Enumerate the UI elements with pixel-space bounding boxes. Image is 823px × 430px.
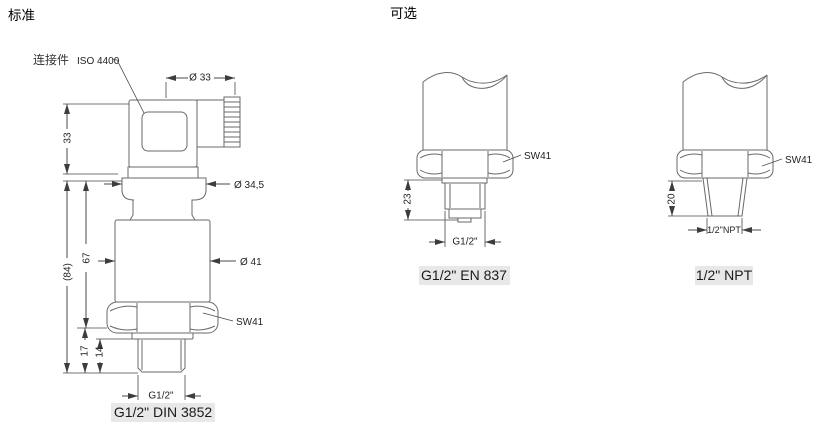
dimension-h33: 33 (63, 104, 74, 174)
dim-label-npt: 1/2"NPT (707, 225, 741, 235)
callout-sw41-left: SW41 (202, 312, 264, 328)
caption-highlight-right (695, 266, 753, 285)
caption-din3852: G1/2" DIN 3852 (114, 404, 213, 420)
extension-lines-left (63, 103, 138, 374)
threaded-stub-middle (441, 177, 488, 223)
figure-g12-en837: SW41 23 G1/2" G1/2" EN 837 (403, 72, 552, 285)
dim-label-h67: 67 (82, 252, 93, 264)
dimension-g12-left: G1/2" (122, 375, 201, 402)
dim-label-h17: 17 (80, 345, 91, 357)
tapered-npt-stub (702, 177, 748, 217)
sealing-washer (131, 332, 194, 340)
body-cylinder-middle (422, 72, 508, 150)
hex-nut (106, 301, 219, 334)
threaded-stub (137, 338, 186, 373)
caption-npt: 1/2" NPT (696, 267, 753, 283)
sw41-label-right: SW41 (785, 155, 813, 166)
dimension-h67: 67 (82, 181, 93, 328)
flange-shoulder (121, 177, 207, 221)
dim-label-h14: 14 (95, 346, 106, 358)
dimension-dia33: Ø 33 (165, 73, 236, 98)
caption-en837: G1/2" EN 837 (421, 267, 507, 283)
header-standard: 标准 (8, 8, 35, 23)
body-cylinder-right (682, 72, 768, 150)
dim-label-g12-left: G1/2" (148, 391, 174, 402)
dimension-h14: 14 (95, 339, 106, 373)
dim-label-h84: (84) (63, 263, 74, 281)
iso4400-label: ISO 4400 (77, 56, 120, 67)
dimension-h84: (84) (63, 181, 74, 373)
figure-g12-din3852: 连接件 ISO 4400 Ø 33 33 (84) 67 (33, 52, 264, 422)
dim-label-h33: 33 (63, 132, 74, 144)
callout-sw41-middle: SW41 (502, 151, 552, 163)
hex-nut-middle (416, 149, 514, 179)
caption-highlight-middle (419, 266, 510, 285)
dim-label-g12-middle: G1/2" (452, 237, 478, 248)
sw41-label-left: SW41 (236, 317, 264, 328)
connector-label: 连接件 (33, 52, 69, 67)
dimension-dia345: Ø 34,5 (104, 180, 264, 191)
figure-half-npt: SW41 20 1/2"NPT 1/2" NPT (667, 72, 813, 285)
sw41-label-middle: SW41 (524, 151, 552, 162)
transmitter-housing (106, 166, 219, 373)
dim-label-h20: 20 (667, 193, 678, 205)
dim-label-dia33: Ø 33 (189, 73, 211, 84)
iso4400-leader-line (111, 58, 145, 114)
caption-highlight-left (111, 403, 215, 422)
dimension-h23: 23 (403, 179, 458, 221)
din-connector-body (128, 96, 241, 168)
dim-label-h23: 23 (403, 193, 414, 205)
dim-label-dia345: Ø 34,5 (234, 180, 264, 191)
hex-nut-right (676, 149, 774, 179)
dim-label-dia41: Ø 41 (240, 257, 262, 268)
dimension-h17: 17 (80, 328, 91, 373)
dimension-h20: 20 (667, 180, 708, 217)
dimension-npt-thread: 1/2"NPT (688, 218, 761, 235)
dimension-dia41: Ø 41 (98, 257, 262, 268)
dimension-g12-middle: G1/2" (429, 211, 501, 248)
callout-sw41-right: SW41 (761, 155, 813, 167)
header-optional: 可选 (390, 6, 417, 21)
cable-gland (223, 96, 241, 148)
main-body (114, 219, 211, 303)
